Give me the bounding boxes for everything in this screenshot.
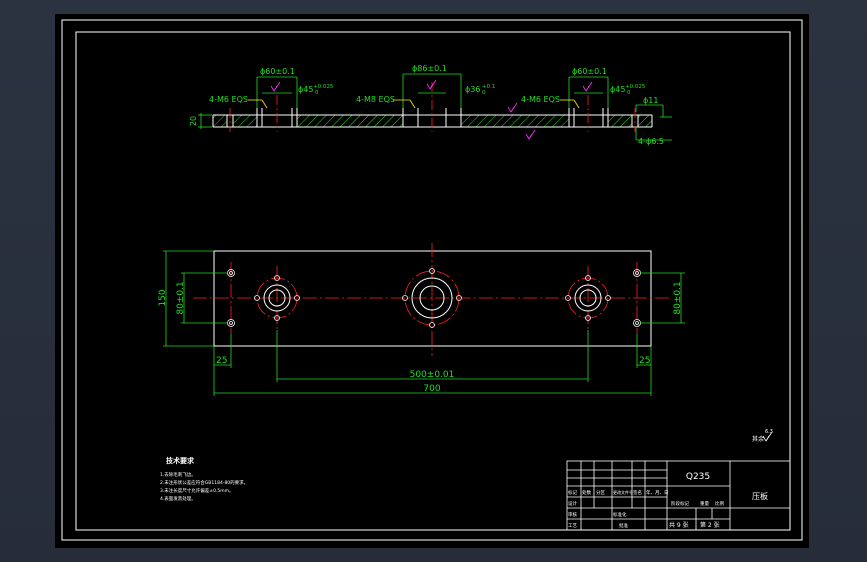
inner-frame (75, 31, 791, 531)
tech-req-item: 3.未注长度尺寸允许偏差±0.5mm。 (160, 487, 234, 494)
section-centerlines (229, 82, 636, 132)
left-edge-dimension: 25 (216, 356, 227, 366)
center-hole-tolerance-upper: +0.1 (482, 84, 495, 90)
title-block-label: 分区 (596, 489, 605, 496)
sheet-total: 共 9 张 (669, 521, 689, 529)
thickness-dimension: 20 (189, 116, 198, 126)
center-cbore-dimension: ϕ86±0.1 (412, 64, 447, 73)
right-thread-callout: 4-M6 EQS (521, 95, 560, 104)
outer-frame (61, 19, 803, 541)
title-block-text: Q235 压板 标记 处数 分区 更改文件号 签名 年、月、日 设计 审核 工艺… (568, 472, 768, 529)
title-block-label: 标记 (568, 489, 577, 496)
right-cbore-dimension: ϕ60±0.1 (572, 67, 607, 76)
title-block[interactable] (566, 460, 791, 531)
left-hole-dimension: ϕ45 (298, 85, 313, 94)
general-roughness-note: 其余 6.3 (752, 429, 773, 443)
left-hole-tolerance-lower: 0 (315, 90, 319, 96)
approve-label: 批准 (619, 522, 628, 529)
tech-req-item: 1.去除毛刺飞边。 (160, 471, 196, 478)
left-bore-outer (263, 284, 291, 312)
title-block-label: 处数 (582, 489, 591, 496)
left-cbore-dimension: ϕ60±0.1 (260, 67, 295, 76)
tech-req-item: 2.未注形状公差应符合GB1184-80的要求。 (160, 479, 248, 486)
length-dimension: 700 (423, 384, 440, 394)
section-outline (212, 108, 653, 128)
center-hole-tolerance-lower: 0 (482, 90, 486, 96)
stage-label: 阶段标记 (671, 500, 689, 507)
drawing-canvas[interactable]: 20 ϕ60±0.1 ϕ45 +0.025 0 4-M6 EQS ϕ86±0.1… (55, 14, 809, 548)
left-hole-tolerance-upper: +0.025 (313, 84, 334, 90)
title-block-label: 更改文件号 (613, 489, 633, 495)
technical-requirements: 技术要求 1.去除毛刺飞边。 2.未注形状公差应符合GB1184-80的要求。 … (160, 456, 248, 502)
section-hatch (212, 114, 653, 128)
roughness-note-icon (762, 431, 773, 442)
standard-label: 标准化 (613, 511, 627, 518)
roughness-note-value: 6.3 (765, 429, 773, 435)
left-thread-callout: 4-M6 EQS (209, 95, 248, 104)
title-block-label: 签名 (633, 489, 642, 496)
designer-label: 设计 (568, 500, 577, 507)
tech-req-item: 4.表面发黑处理。 (160, 495, 196, 502)
top-plan-view[interactable]: 150 80±0.1 80±0.1 25 25 500±0.01 700 (158, 243, 685, 396)
plan-dimension-lines (163, 250, 685, 396)
center-hole-dimension: ϕ36 (465, 85, 480, 94)
right-edge-dimension: 25 (639, 356, 650, 366)
part-name: 压板 (752, 491, 768, 501)
center-bore-outer (411, 277, 453, 319)
bores (263, 277, 602, 319)
plate-outline (213, 250, 652, 347)
scale-label: 比例 (715, 500, 724, 507)
right-hole-tolerance-upper: +0.025 (625, 84, 646, 90)
roughness-note-label: 其余 (752, 435, 764, 443)
center-thread-callout: 4-M8 EQS (356, 95, 395, 104)
height-dimension: 150 (158, 289, 168, 306)
side-section-view[interactable]: 20 ϕ60±0.1 ϕ45 +0.025 0 4-M6 EQS ϕ86±0.1… (189, 64, 672, 146)
side-cbore-dimension: ϕ11 (643, 96, 658, 105)
checker-label: 审核 (568, 511, 577, 518)
weight-label: 重量 (700, 500, 709, 507)
left-pitch-dimension: 80±0.1 (176, 281, 186, 314)
roughness-symbols (270, 79, 593, 140)
right-pitch-dimension: 80±0.1 (673, 281, 683, 314)
section-dimension-lines (198, 73, 672, 141)
material-label: Q235 (686, 472, 710, 482)
center-bore-inner (419, 285, 445, 311)
left-bore-inner (268, 289, 286, 307)
right-bore-inner (579, 289, 597, 307)
plan-centerlines (193, 243, 672, 356)
side-hole-dimension: 4-ϕ6.5 (638, 137, 664, 146)
right-hole-dimension: ϕ45 (610, 85, 625, 94)
process-label: 工艺 (568, 523, 577, 529)
tech-req-title: 技术要求 (166, 456, 195, 465)
bolt-circles (256, 270, 609, 326)
sheet-number: 第 2 张 (700, 521, 720, 529)
right-hole-tolerance-lower: 0 (627, 90, 631, 96)
thread-leaders (248, 99, 580, 109)
title-block-label: 年、月、日 (646, 489, 669, 496)
right-bore-outer (574, 284, 602, 312)
hole-spacing-dimension: 500±0.01 (410, 370, 455, 380)
cad-drawing-viewport[interactable]: 20 ϕ60±0.1 ϕ45 +0.025 0 4-M6 EQS ϕ86±0.1… (55, 14, 809, 548)
